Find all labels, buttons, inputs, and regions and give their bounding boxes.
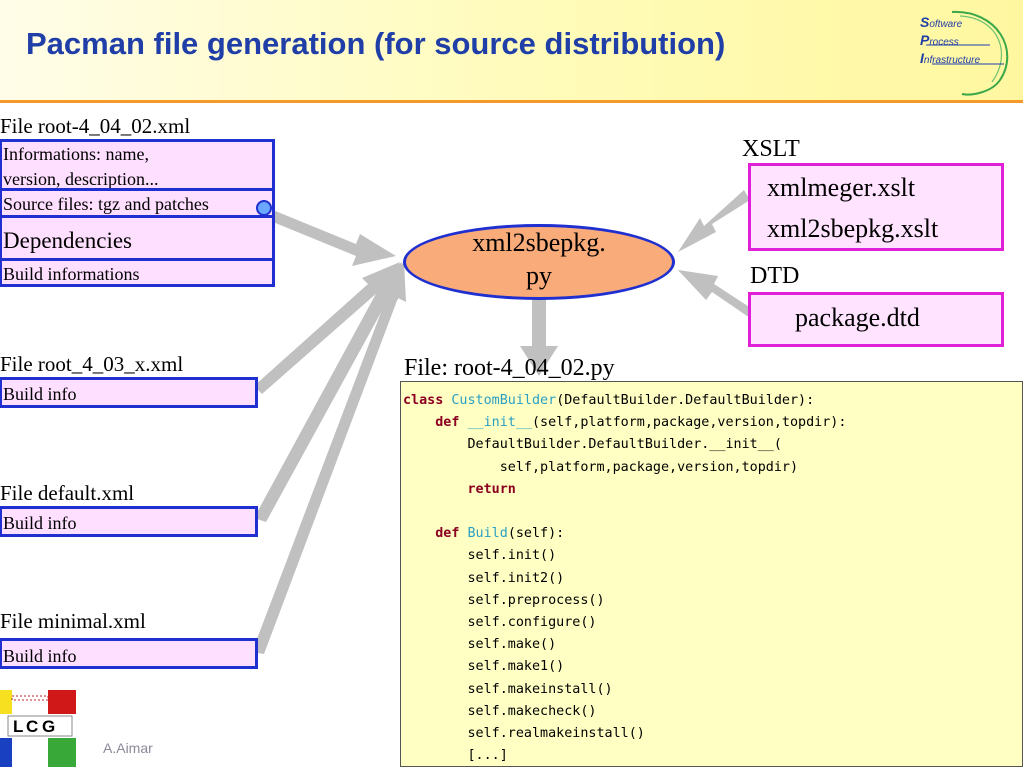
code-line-4: self,platform,package,version,topdir) [499,459,799,475]
field-build-info-3-text: Build info [3,646,77,666]
code-kw-def-1: def [435,415,460,431]
file-label-minimal: File minimal.xml [0,609,146,633]
arrow-root-4-04-02 [268,208,396,266]
code-line-1: (DefaultBuilder.DefaultBuilder): [556,393,815,408]
processor-label: xml2sbepkg. py [403,226,675,292]
code-call: self.makecheck() [467,703,597,719]
field-informations-line1: Informations: name, [3,144,149,164]
field-build-info-1: Build info [0,377,258,408]
arrow-xslt [678,190,750,252]
field-build-info-2-text: Build info [3,513,77,533]
code-init-name: __init__ [467,415,533,431]
dtd-label: DTD [750,263,800,289]
field-source-files-text: Source files: tgz and patches [3,194,209,214]
processor-ellipse [403,224,675,300]
code-kw-def-2: def [435,526,460,542]
dtd-item-package: package.dtd [795,303,920,332]
code-call: self.init2() [467,570,565,586]
code-listing: class CustomBuilder(DefaultBuilder.Defau… [400,381,1023,767]
code-kw-return: return [467,481,516,497]
code-line-2: (self,platform,package,version,topdir): [532,415,847,431]
footer-author: A.Aimar [103,740,153,756]
field-build-informations: Build informations [0,258,275,287]
arrow-output [520,298,558,376]
code-line-3: DefaultBuilder.DefaultBuilder.__init__( [467,437,782,453]
xslt-item-xmlmeger: xmlmeger.xslt [767,173,916,202]
field-informations: Informations: name, version, description… [0,139,275,191]
code-call: self.make1() [467,659,565,675]
spi-logo-line2: Process [920,32,959,48]
arrow-minimal [252,262,406,654]
field-build-info-3: Build info [0,638,258,669]
svg-text:L: L [13,717,23,736]
header-divider [0,100,1023,103]
code-call: self.configure() [467,615,597,631]
file-label-root-4-04-02: File root-4_04_02.xml [0,114,191,138]
lcg-logo: L C G [0,690,76,767]
connector-dot-icon [256,200,272,216]
dtd-box: package.dtd [748,292,1004,347]
svg-text:C: C [26,717,38,736]
field-build-info-2: Build info [0,506,258,537]
swoosh-icon [926,10,1009,96]
xslt-item-xml2sbepkg: xml2sbepkg.xslt [767,214,939,243]
xslt-label: XSLT [742,136,800,162]
arrow-root-4-03-x [254,262,400,394]
spi-logo: Software Process Infrastructure [912,10,1016,96]
field-build-informations-text: Build informations [3,264,140,284]
code-kw-class: class [403,393,444,408]
code-class-name: CustomBuilder [451,393,557,408]
code-call: self.make() [467,637,557,653]
processor-label-line2: py [526,261,552,290]
code-line-7: (self): [507,526,565,542]
processor-label-line1: xml2sbepkg. [472,228,606,257]
code-build-name: Build [467,526,508,542]
code-call: self.makeinstall() [467,681,613,697]
code-text: class CustomBuilder(DefaultBuilder.Defau… [403,390,846,767]
arrow-dtd [678,270,754,318]
code-call: self.init() [467,548,557,564]
spi-logo-line1: Software [920,14,963,30]
field-build-info-1-text: Build info [3,384,77,404]
header-band [0,0,1023,100]
field-source-files: Source files: tgz and patches [0,188,275,218]
svg-text:G: G [42,717,55,736]
field-dependencies-text: Dependencies [3,228,132,253]
field-informations-line2: version, description... [3,169,159,189]
output-file-label: File: root-4_04_02.py [404,355,615,381]
arrow-default [254,262,402,522]
spi-logo-line3: Infrastructure [920,50,981,66]
slide-title: Pacman file generation (for source distr… [26,26,726,61]
field-dependencies: Dependencies [0,215,275,261]
code-call: self.preprocess() [467,592,605,608]
file-label-root-4-03-x: File root_4_03_x.xml [0,352,184,376]
code-call: self.realmakeinstall() [467,726,645,742]
xslt-box: xmlmeger.xslt xml2sbepkg.xslt [748,163,1004,251]
file-label-default: File default.xml [0,481,135,505]
code-call: [...] [467,748,508,764]
